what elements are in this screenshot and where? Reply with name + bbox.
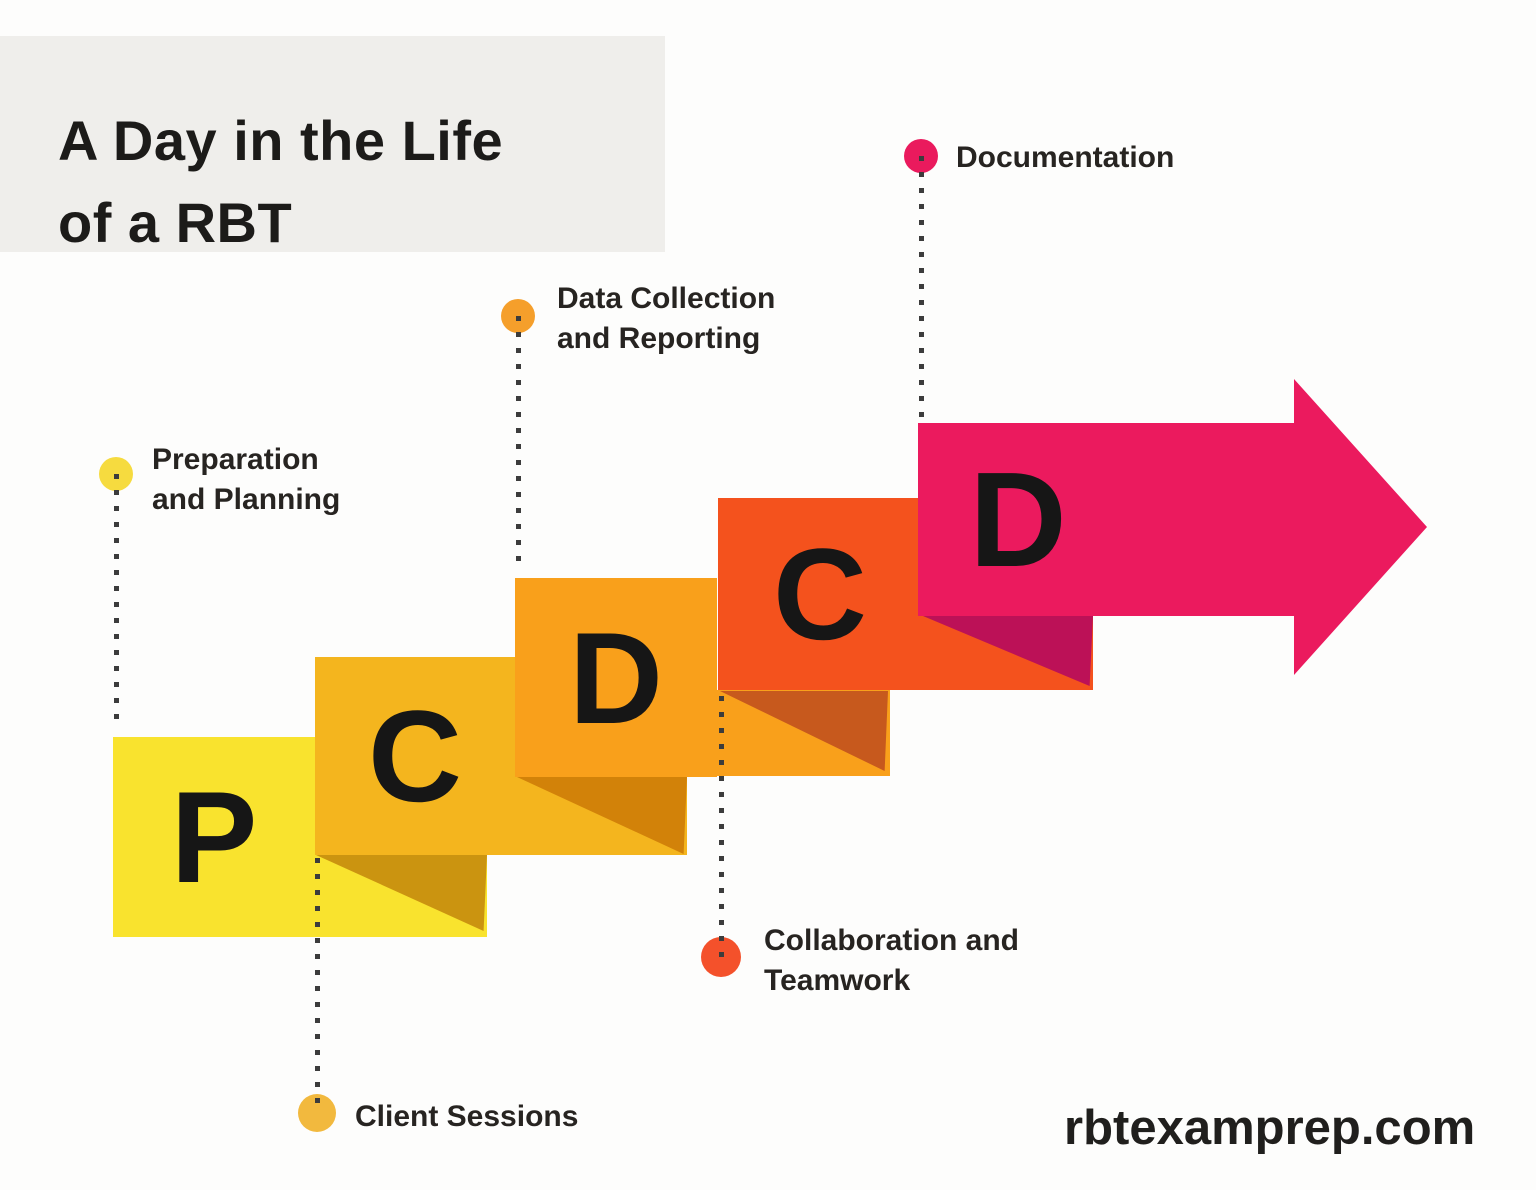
step-label-preparation: Preparation and Planning [152, 440, 340, 520]
step-square-data-collection: D [515, 578, 717, 777]
step-label-preparation-line1: Preparation [152, 443, 319, 476]
connector-line-collaboration [719, 696, 724, 958]
connector-line-data-collection [516, 316, 521, 572]
step-label-client-sessions: Client Sessions [355, 1097, 578, 1137]
step-letter-client-sessions: C [368, 683, 462, 829]
connector-line-preparation [114, 474, 119, 720]
step-label-collaboration-line1: Collaboration and [764, 924, 1019, 957]
title-box: A Day in the Life of a RBT [0, 36, 665, 254]
step-square-preparation: P [113, 737, 315, 937]
step-label-client-sessions-line1: Client Sessions [355, 1100, 579, 1133]
connector-line-client-sessions [315, 858, 320, 1114]
step-square-collaboration: C [718, 498, 922, 690]
step-label-collaboration: Collaboration and Teamwork [764, 921, 1019, 1001]
step-label-collaboration-line2: Teamwork [764, 963, 911, 997]
page-title: A Day in the Life of a RBT [58, 100, 503, 264]
step-letter-documentation-box: D [943, 423, 1093, 616]
step-letter-collaboration: C [773, 521, 867, 667]
step-label-preparation-line2: and Planning [152, 482, 341, 516]
step-label-documentation: Documentation [956, 138, 1174, 178]
step-letter-preparation: P [170, 764, 258, 910]
step-label-data-collection-line2: and Reporting [557, 321, 761, 355]
page-title-line2: of a RBT [58, 190, 293, 254]
site-watermark: rbtexamprep.com [1064, 1101, 1476, 1155]
connector-line-documentation [919, 156, 924, 418]
step-square-client-sessions: C [315, 657, 515, 855]
step-letter-data-collection: D [569, 604, 663, 751]
step-label-data-collection: Data Collection and Reporting [557, 279, 775, 359]
step-letter-documentation: D [969, 444, 1067, 595]
step-label-documentation-line1: Documentation [956, 141, 1175, 174]
step-label-data-collection-line1: Data Collection [557, 282, 776, 315]
page-title-line1: A Day in the Life [58, 109, 504, 172]
